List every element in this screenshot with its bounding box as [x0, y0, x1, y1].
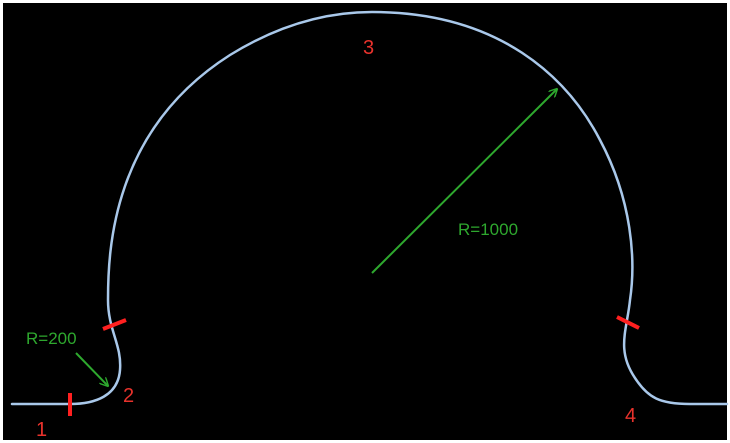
frame-border-left	[0, 0, 3, 443]
boundary-marker-2-3	[102, 318, 127, 331]
large-radius-label: R=1000	[458, 220, 518, 239]
frame-border-bottom	[0, 440, 730, 443]
section-label-1: 1	[36, 419, 47, 441]
section-label-4: 4	[625, 405, 636, 427]
small-radius-label: R=200	[26, 329, 77, 348]
small-radius-arrow	[75, 352, 108, 386]
frame-border-top	[0, 0, 730, 3]
section-label-3: 3	[363, 37, 374, 59]
track-outline	[10, 10, 729, 406]
section-label-2: 2	[123, 385, 134, 407]
boundary-marker-3-4	[616, 315, 640, 330]
frame-border-right	[727, 0, 730, 443]
large-radius-arrow	[371, 89, 557, 274]
